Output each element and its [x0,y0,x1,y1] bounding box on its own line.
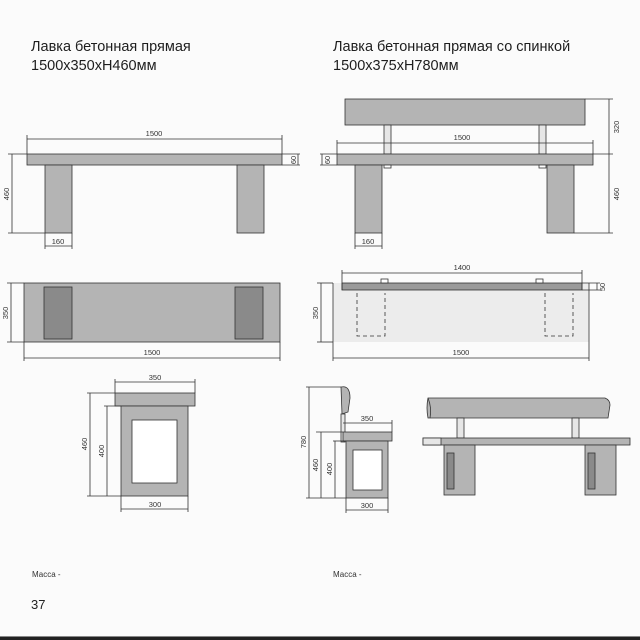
leg-opening [352,449,383,491]
seat-slab [336,153,594,166]
page-number: 37 [31,597,46,612]
perspective-view [422,397,631,496]
dim-left-top-length: 1500 [144,348,161,357]
dim-right-side-seat-height: 460 [311,459,320,472]
left-top-view [7,282,281,361]
dim-right-leg-height: 460 [612,188,621,201]
dim-right-side-base-width: 300 [361,501,374,510]
left-product-title: Лавка бетонная прямая 1500x350xH460мм [31,38,191,76]
seat-profile [114,392,196,407]
left-front-view [8,135,300,249]
bottom-border [0,636,640,640]
right-mass-label: Масса - [333,570,362,579]
dim-right-top-length: 1500 [453,348,470,357]
dim-right-seat-thickness: 60 [323,156,332,164]
backrest [344,98,586,126]
dim-right-leg-width: 160 [362,237,375,246]
leg-hidden-outline-right [544,293,574,337]
dim-right-back-thickness: 50 [598,283,607,291]
right-leg [236,164,265,234]
dim-right-back-length: 1400 [454,263,471,272]
dim-left-side-leg-height: 400 [97,445,106,458]
seat-top [333,283,589,342]
leg-opening [131,419,178,484]
right-top-view [317,270,600,361]
dim-left-side-base-width: 300 [149,500,162,509]
left-side-view [87,379,196,512]
left-product-name: Лавка бетонная прямая [31,39,191,55]
back-support-right [538,124,547,155]
seat-profile [342,431,393,442]
backrest-top [341,282,583,291]
dim-right-side-leg-height: 400 [325,463,334,476]
backrest-profile [340,386,351,415]
dim-right-side-total-height: 780 [299,436,308,449]
dim-left-top-depth: 350 [1,307,10,320]
dim-left-front-length: 1500 [146,129,163,138]
dim-left-side-total-height: 460 [80,438,89,451]
dim-left-front-height: 460 [2,188,11,201]
right-product-size: 1500x375xH780мм [333,58,459,74]
left-leg [44,164,73,234]
dim-left-side-top-width: 350 [149,373,162,382]
back-support-left [383,124,392,155]
right-product-name: Лавка бетонная прямая со спинкой [333,39,571,55]
left-mass-label: Масса - [32,570,61,579]
right-front-view [320,98,613,249]
dim-left-seat-thickness: 60 [289,156,298,164]
right-leg [546,164,575,234]
left-product-size: 1500x350xH460мм [31,58,157,74]
backrest-3d [426,397,611,419]
left-leg-footprint [43,286,73,340]
dim-right-side-top-width: 350 [361,414,374,423]
seat-3d [422,437,631,446]
right-leg-footprint [234,286,264,340]
seat-slab [26,153,283,166]
dim-right-front-length: 1500 [454,133,471,142]
right-product-title: Лавка бетонная прямая со спинкой 1500x37… [333,38,570,76]
dim-right-top-depth: 350 [311,307,320,320]
dim-right-back-height: 320 [612,121,621,134]
right-side-view [306,386,393,513]
dim-left-leg-width: 160 [52,237,65,246]
leg-hidden-outline-left [356,293,386,337]
left-leg [354,164,383,234]
